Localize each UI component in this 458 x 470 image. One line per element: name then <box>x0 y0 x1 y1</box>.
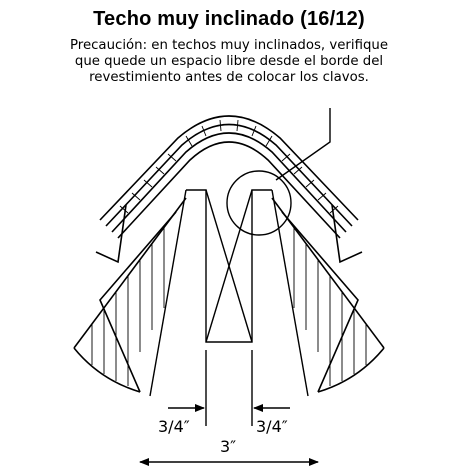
dimension-total-width: 3″ <box>220 437 236 456</box>
nails <box>95 204 363 264</box>
caution-line-3: revestimiento antes de colocar los clavo… <box>89 70 369 85</box>
deck-hatching <box>91 228 367 386</box>
ridge-vent <box>149 189 309 397</box>
ridge-cap-shingle <box>99 115 359 239</box>
diagram-title: Techo muy inclinado (16/12) <box>93 8 365 30</box>
cap-hatching <box>119 119 339 214</box>
caution-line-1: Precaución: en techos muy inclinados, ve… <box>69 38 389 53</box>
caution-note: Precaución: en techos muy inclinados, ve… <box>20 38 438 86</box>
callout <box>226 108 331 236</box>
roof-deck <box>73 197 385 393</box>
dimension-lines <box>139 350 319 466</box>
dimension-left-gap: 3/4″ <box>158 417 190 436</box>
caution-line-2: que quede un espacio libre desde el bord… <box>74 54 384 69</box>
dimension-right-gap: 3/4″ <box>256 417 288 436</box>
